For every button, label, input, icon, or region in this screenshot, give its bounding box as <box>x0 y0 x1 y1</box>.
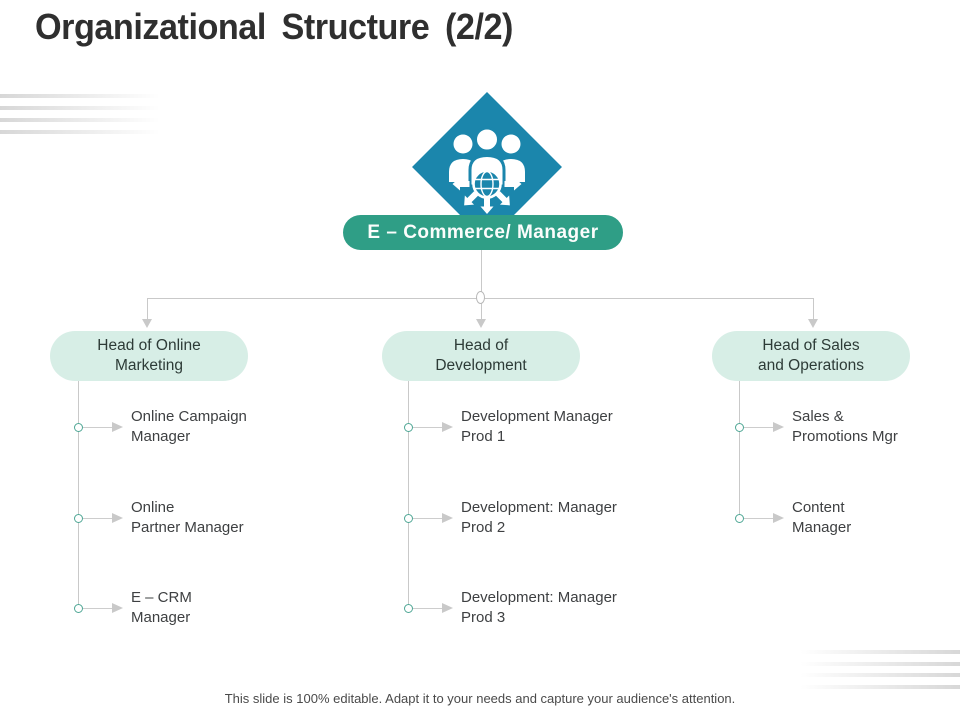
down-arrow-icon <box>808 319 818 328</box>
connector-drop-sales <box>813 298 814 320</box>
branch-box-online-marketing[interactable]: Head of Online Marketing <box>50 331 248 381</box>
branch-dot-icon <box>403 603 413 613</box>
branch-dot-icon <box>73 513 83 523</box>
connector-junction-node <box>476 291 485 304</box>
footer-note: This slide is 100% editable. Adapt it to… <box>224 691 736 706</box>
branch-box-sales-operations[interactable]: Head of Sales and Operations <box>712 331 910 381</box>
down-arrow-icon <box>142 319 152 328</box>
right-arrow-icon <box>112 422 123 432</box>
right-arrow-icon <box>112 513 123 523</box>
connector-drop-marketing <box>147 298 148 320</box>
connector-root-stub <box>481 250 482 298</box>
branch-dot-icon <box>734 422 744 432</box>
spine-sales <box>739 381 740 518</box>
branch-box-development[interactable]: Head of Development <box>382 331 580 381</box>
right-arrow-icon <box>442 603 453 613</box>
right-arrow-icon <box>442 513 453 523</box>
right-arrow-icon <box>112 603 123 613</box>
people-globe-arrows-icon <box>449 126 525 214</box>
down-arrow-icon <box>476 319 486 328</box>
decorative-lines-top-left <box>0 94 160 142</box>
spine-marketing <box>77 381 79 608</box>
spine-development <box>408 381 409 608</box>
connector-drop-development <box>481 298 482 320</box>
right-arrow-icon <box>773 422 784 432</box>
right-arrow-icon <box>773 513 784 523</box>
branch-dot-icon <box>403 513 413 523</box>
right-arrow-icon <box>442 422 453 432</box>
branch-dot-icon <box>73 422 83 432</box>
branch-dot-icon <box>73 603 83 613</box>
root-node-ecommerce-manager[interactable]: E – Commerce/ Manager <box>343 215 623 250</box>
branch-dot-icon <box>403 422 413 432</box>
decorative-lines-bottom-right <box>800 650 960 696</box>
branch-dot-icon <box>734 513 744 523</box>
page-title: Organizational Structure (2/2) <box>35 6 513 47</box>
